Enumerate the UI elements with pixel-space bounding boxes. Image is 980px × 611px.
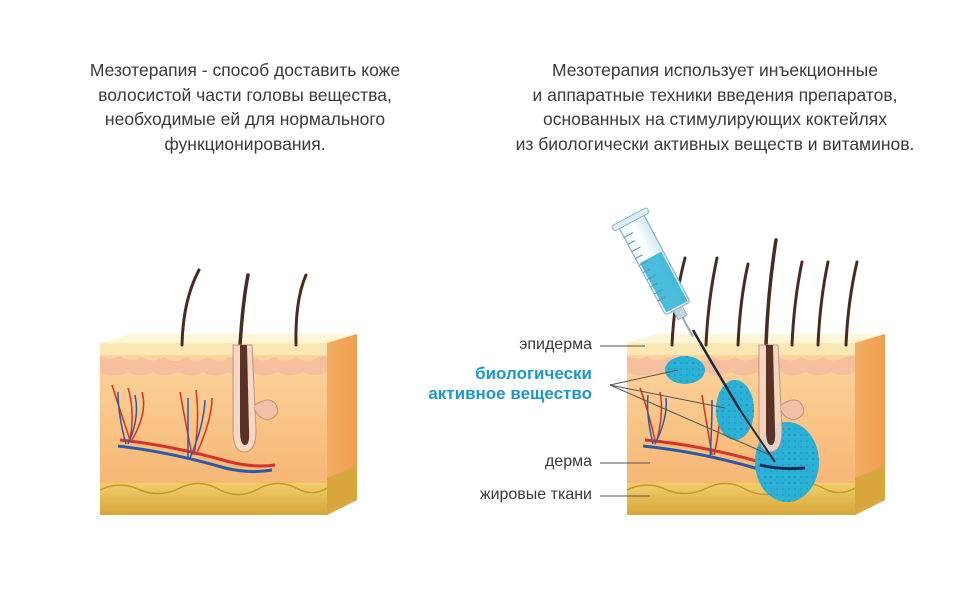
- caption-left: Мезотерапия - способ доставить коже воло…: [60, 58, 430, 156]
- hair-strands: [670, 238, 859, 347]
- caption-right-line: основанных на стимулирующих коктейлях: [542, 109, 887, 129]
- hair-follicle: [758, 344, 806, 471]
- top-face: [100, 334, 357, 343]
- side-fat: [327, 466, 357, 515]
- caption-right-line: из биологически активных веществ и витам…: [515, 133, 915, 154]
- epidermis-layer: [100, 343, 327, 355]
- needle-tracks: [691, 329, 776, 463]
- caption-left-line: необходимые ей для нормального: [104, 109, 386, 129]
- skin-block-right: [626, 238, 885, 515]
- fat-texture: [99, 482, 328, 496]
- caption-left-line: функционирования.: [164, 133, 326, 154]
- leader-lines: [600, 345, 771, 497]
- syringe-icon: [611, 207, 694, 338]
- fat-texture: [626, 482, 856, 496]
- fat-layer: [100, 483, 327, 515]
- papillary-layer: [100, 355, 327, 376]
- label-active-substance-line1: биологически: [475, 364, 592, 383]
- label-active-substance-line2: активное вещество: [428, 384, 592, 403]
- label-epidermis: эпидерма: [519, 336, 592, 353]
- caption-right-line: Мезотерапия использует инъекционные: [552, 60, 878, 80]
- caption-right: Мезотерапия использует инъекционные и ап…: [480, 58, 950, 156]
- label-fat: жировые ткани: [479, 486, 592, 503]
- hair-strands: [180, 268, 308, 347]
- epidermis-layer: [627, 343, 855, 355]
- side-fat: [855, 466, 885, 515]
- skin-block-left: [99, 268, 357, 515]
- caption-left-line: волосистой части головы вещества,: [98, 84, 392, 105]
- vessels: [111, 384, 276, 474]
- label-dermis: дерма: [544, 453, 592, 470]
- caption-left-line: Мезотерапия - способ доставить коже: [89, 60, 401, 80]
- caption-right-line: и аппаратные техники введения препаратов…: [532, 84, 898, 105]
- hair-follicle: [232, 344, 279, 453]
